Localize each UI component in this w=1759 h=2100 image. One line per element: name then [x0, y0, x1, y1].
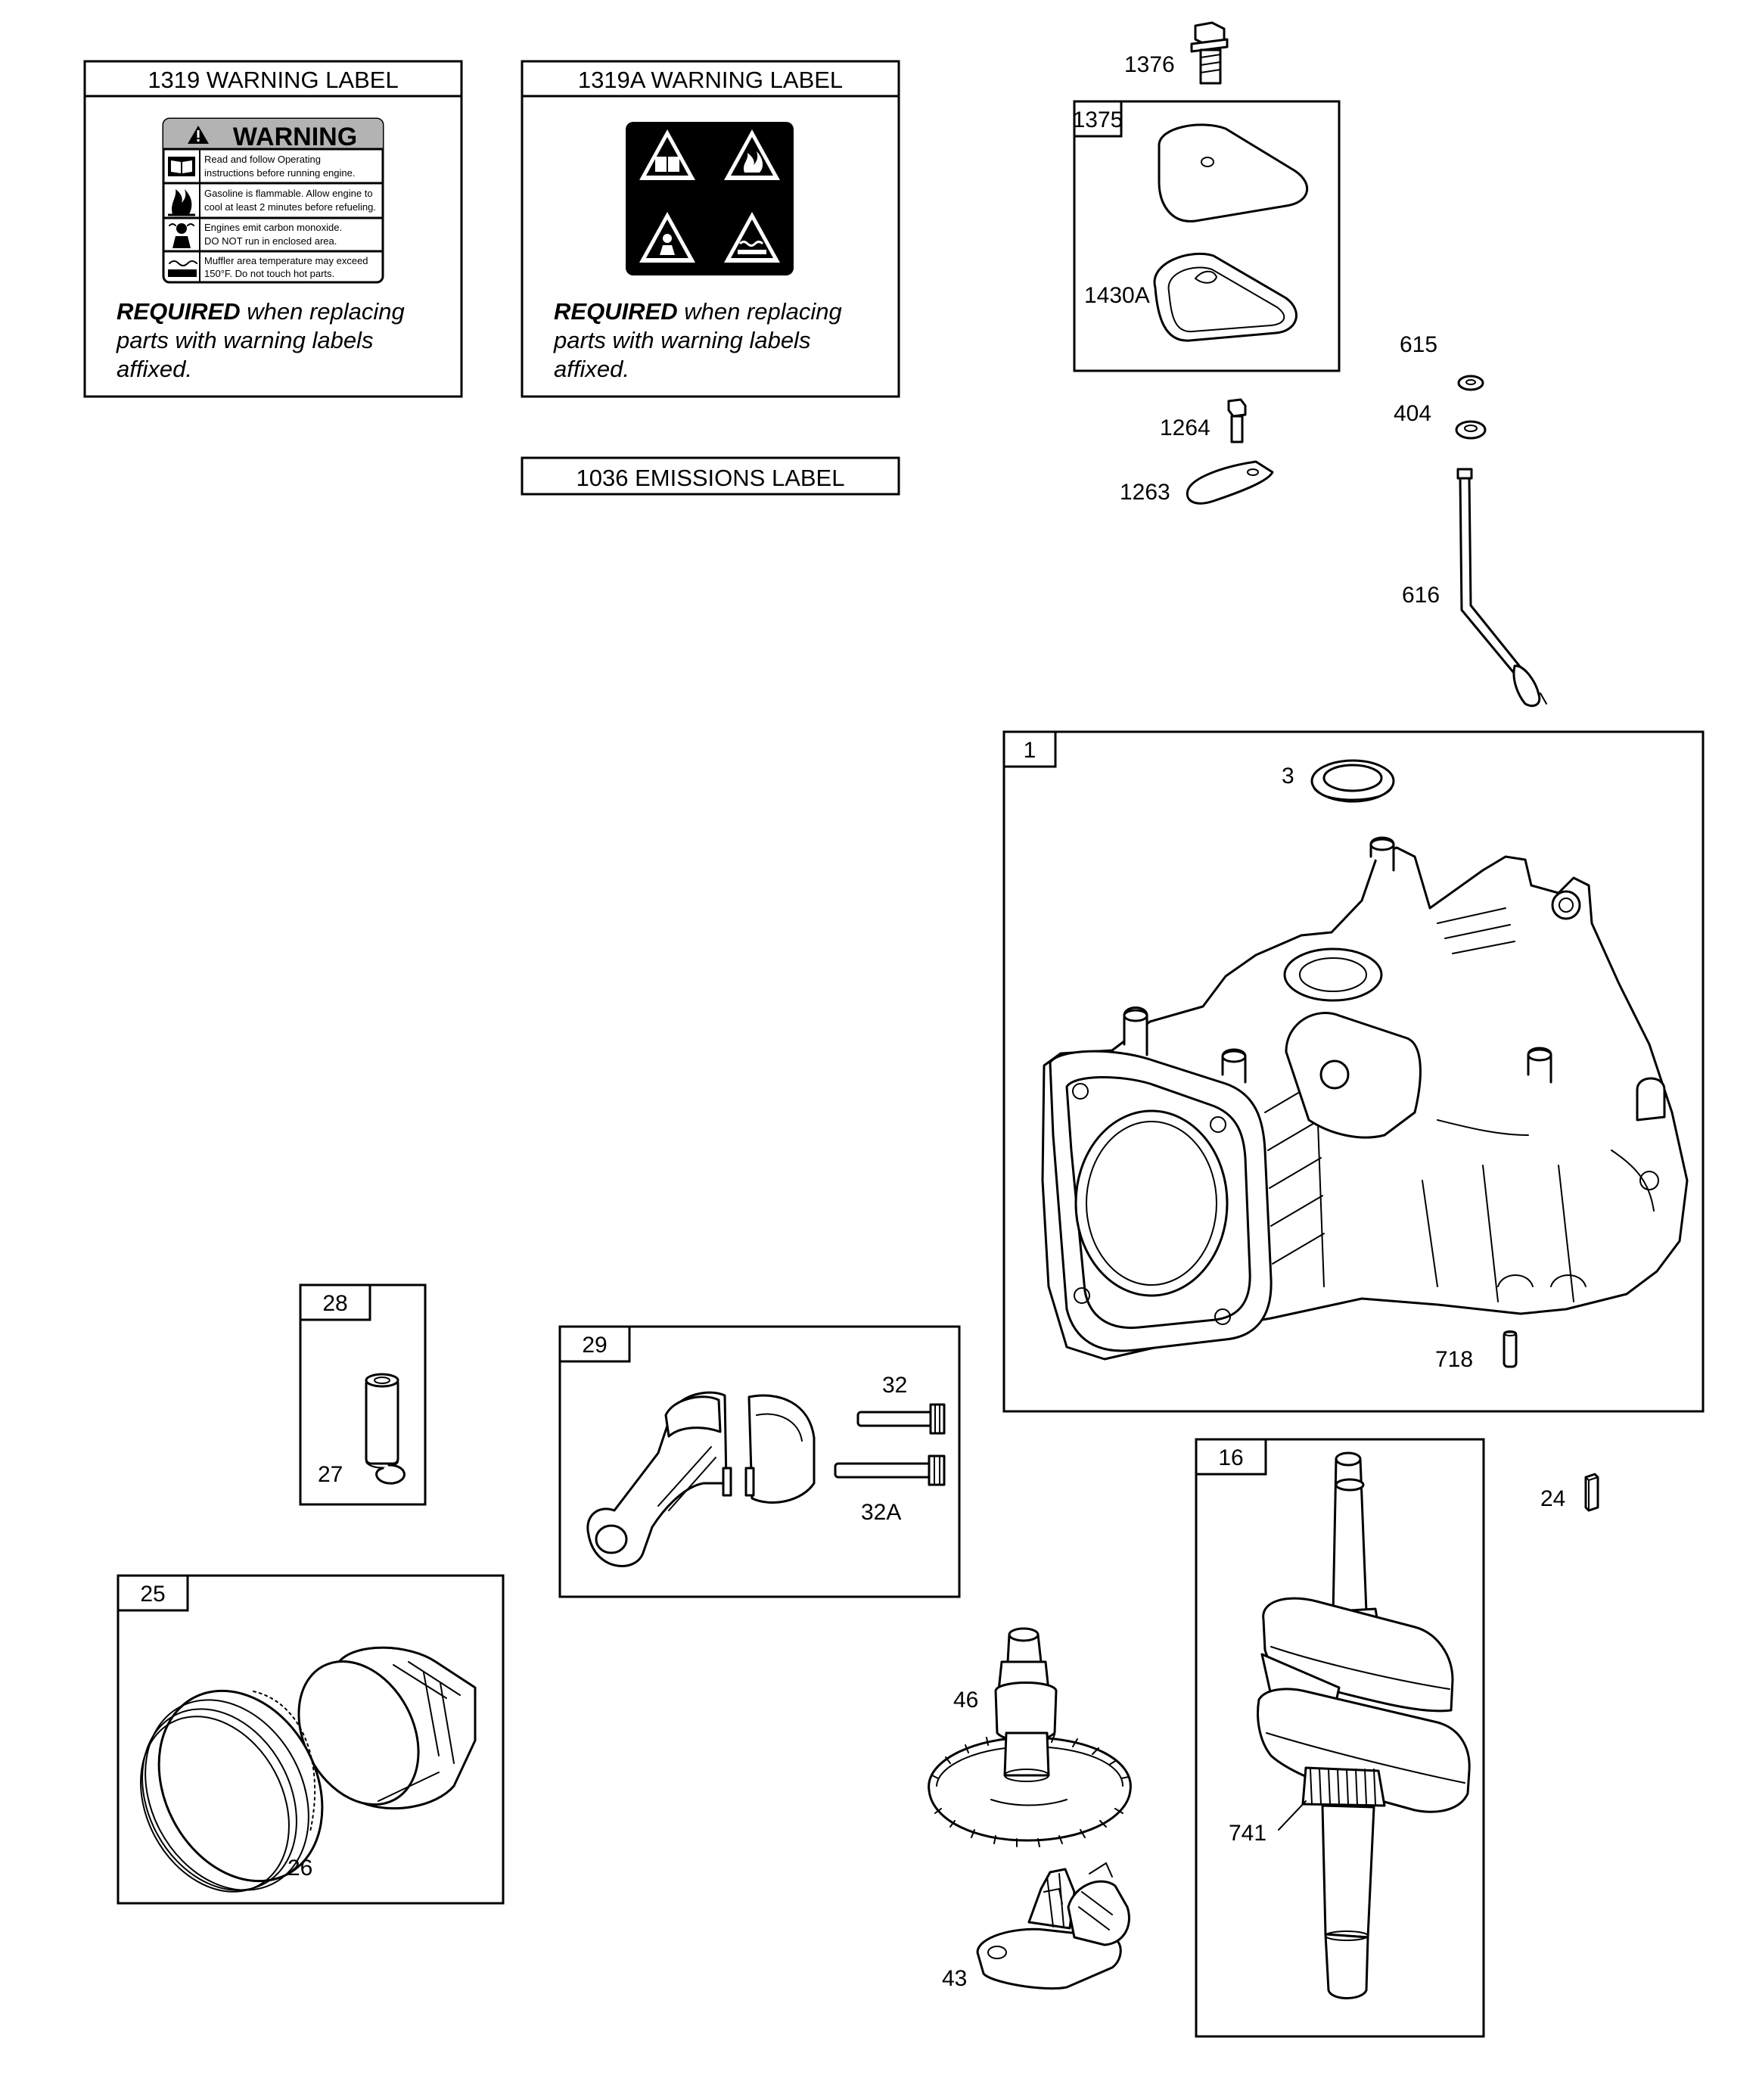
- box-25-number: 25: [140, 1582, 165, 1607]
- box-1375: 1375: [1073, 100, 1341, 372]
- sign-row-1-line-1: Read and follow Operating: [204, 154, 321, 165]
- read-manual-icon: [639, 129, 695, 180]
- callout-741: 741: [1229, 1821, 1266, 1846]
- part-1263-bracket: [1186, 460, 1274, 505]
- required-note-1319-line-3: affixed.: [117, 356, 192, 382]
- sign-row-2-line-2: cool at least 2 minutes before refueling…: [204, 201, 376, 213]
- part-1-crankcase: [1041, 836, 1689, 1361]
- box-1-number: 1: [1024, 738, 1036, 763]
- fumes-person-icon: [169, 223, 194, 248]
- required-note-1319-line-1: REQUIRED when replacing: [117, 298, 405, 325]
- part-3-oil-seal: [1310, 759, 1395, 803]
- part-43-governor-assembly: [976, 1862, 1130, 1990]
- box-28-number: 28: [322, 1291, 347, 1316]
- warning-label-1319-panel: 1319 WARNING LABEL WARNING: [83, 60, 463, 398]
- warning-sign-graphic: WARNING Read and fol: [162, 117, 384, 284]
- callout-32: 32: [882, 1373, 907, 1398]
- hot-surface-warning-icon: [724, 212, 780, 263]
- sign-row-2-line-1: Gasoline is flammable. Allow engine to: [204, 188, 373, 199]
- box-1375-number: 1375: [1073, 107, 1123, 132]
- callout-1430a: 1430A: [1084, 283, 1150, 308]
- warning-label-1319-header: 1319 WARNING LABEL: [148, 67, 398, 93]
- required-note-1319a-line-2: parts with warning labels: [553, 327, 810, 353]
- warning-label-1319a-header: 1319A WARNING LABEL: [578, 67, 843, 93]
- part-404-washer: [1455, 420, 1487, 440]
- callout-616: 616: [1402, 583, 1440, 608]
- part-615-retainer: [1457, 375, 1484, 391]
- callout-27: 27: [318, 1462, 343, 1487]
- flammable-icon: [724, 129, 780, 180]
- box-1: 1 3: [1002, 730, 1705, 1413]
- callout-32a: 32A: [861, 1500, 901, 1525]
- sign-row-3-line-2: DO NOT run in enclosed area.: [204, 235, 337, 247]
- sign-row-1-line-2: instructions before running engine.: [204, 167, 355, 179]
- part-27-retainer-clip: [375, 1464, 406, 1485]
- part-24-flywheel-key: [1584, 1473, 1599, 1512]
- part-16-crankshaft: [1257, 1451, 1471, 1999]
- callout-404: 404: [1394, 401, 1431, 426]
- leader-741: [1278, 1800, 1307, 1831]
- warning-label-1319a-panel: 1319A WARNING LABEL: [521, 60, 900, 398]
- callout-615: 615: [1400, 332, 1437, 357]
- fire-icon: [168, 189, 195, 216]
- pictogram-warning-sign: [626, 122, 794, 275]
- part-1264-screw: [1227, 398, 1247, 443]
- box-28: 28 27: [299, 1283, 427, 1506]
- sign-row-3-line-1: Engines emit carbon monoxide.: [204, 222, 342, 233]
- callout-43: 43: [942, 1966, 967, 1991]
- callout-718: 718: [1435, 1347, 1473, 1372]
- part-46-camshaft: [928, 1627, 1132, 1847]
- hot-surface-icon: [168, 260, 197, 277]
- callout-1263: 1263: [1120, 480, 1170, 505]
- callout-24: 24: [1540, 1486, 1565, 1511]
- required-note-1319a-line-3: affixed.: [554, 356, 629, 382]
- box-16-number: 16: [1218, 1445, 1243, 1470]
- warning-triangle-icon: [188, 126, 209, 144]
- part-26-piston-ring-set: [140, 1689, 324, 1893]
- part-28-piston-pin: [365, 1373, 399, 1469]
- callout-26: 26: [287, 1856, 312, 1881]
- emissions-label-1036-panel: 1036 EMISSIONS LABEL: [521, 456, 900, 496]
- sign-row-4-line-1: Muffler area temperature may exceed: [204, 255, 368, 266]
- part-1430a-gasket: [1153, 252, 1297, 342]
- part-29-connecting-rod: [586, 1391, 816, 1567]
- callout-1264: 1264: [1160, 415, 1210, 440]
- part-1375-cover: [1158, 123, 1309, 222]
- box-29: 29 32 32A: [558, 1325, 961, 1598]
- part-32-rod-bolt: [856, 1403, 946, 1435]
- part-616-dipstick-tube: [1456, 468, 1547, 708]
- warning-sign-title: WARNING: [233, 123, 357, 151]
- required-note-1319a-line-1: REQUIRED when replacing: [554, 298, 842, 325]
- callout-3: 3: [1282, 764, 1294, 789]
- manual-book-icon: [168, 157, 195, 176]
- part-25-piston: [297, 1646, 477, 1810]
- part-718-dowel-pin: [1503, 1330, 1518, 1368]
- sign-row-4-line-2: 150°F. Do not touch hot parts.: [204, 268, 334, 279]
- callout-1376: 1376: [1124, 52, 1175, 77]
- emissions-label-1036-header: 1036 EMISSIONS LABEL: [576, 465, 845, 491]
- callout-46: 46: [953, 1688, 978, 1713]
- box-16: 16 741: [1195, 1438, 1485, 2038]
- toxic-fumes-icon: [639, 212, 695, 263]
- box-29-number: 29: [582, 1333, 607, 1358]
- required-note-1319-line-2: parts with warning labels: [116, 327, 373, 353]
- part-32a-rod-bolt: [834, 1454, 946, 1486]
- box-25: 25 26: [117, 1574, 505, 1905]
- part-1376-bolt: [1190, 21, 1229, 85]
